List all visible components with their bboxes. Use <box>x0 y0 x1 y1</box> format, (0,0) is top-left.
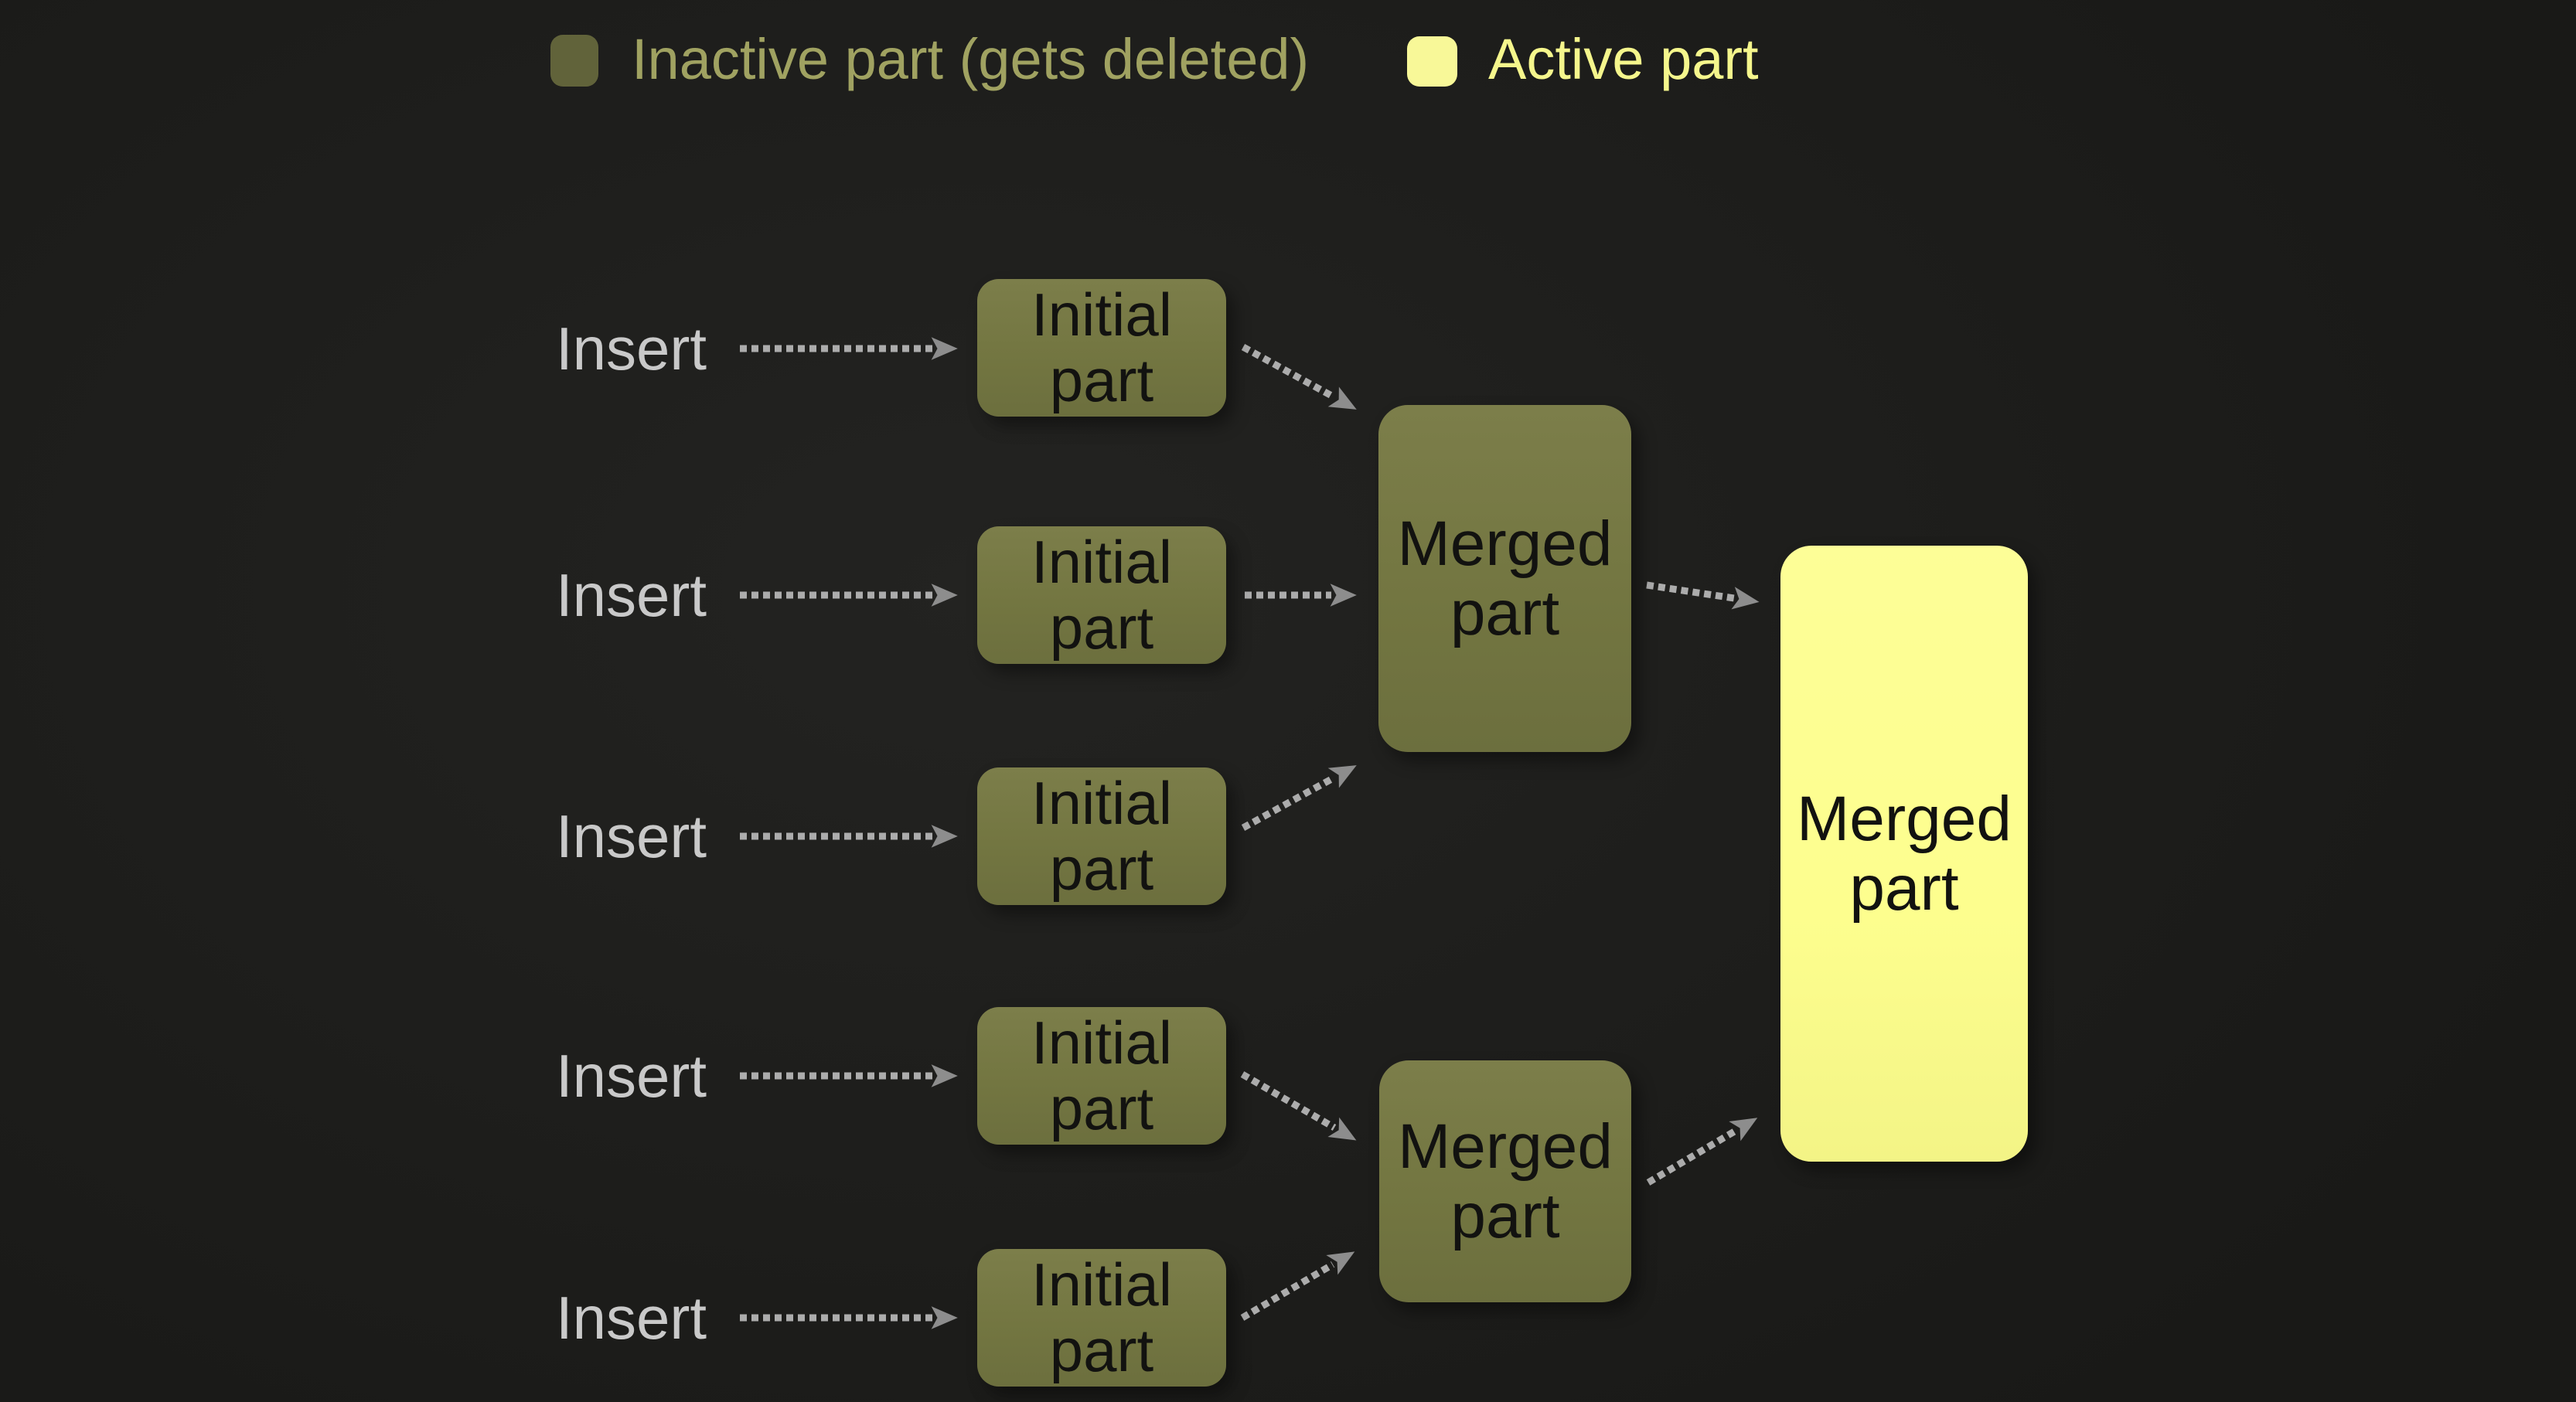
edge-initial-1-merged-1 <box>1241 344 1357 410</box>
insert-label-4: Insert <box>556 1042 707 1110</box>
merged-part-2-label: Merged part <box>1397 1111 1613 1251</box>
merged-part-1-label: Merged part <box>1397 509 1613 648</box>
active-part-label: Active part <box>1488 27 1759 91</box>
edge-merged-2-final <box>1646 1118 1758 1186</box>
insert-label-2: Insert <box>556 561 707 629</box>
initial-part-2: Initial part <box>977 526 1226 664</box>
initial-part-1: Initial part <box>977 279 1226 417</box>
merged-part-2: Merged part <box>1379 1060 1631 1302</box>
initial-part-4: Initial part <box>977 1007 1226 1145</box>
edge-initial-3-merged-1 <box>1241 765 1357 831</box>
insert-label-3: Insert <box>556 802 707 870</box>
initial-part-1-label: Initial part <box>1031 280 1173 414</box>
active-part-swatch <box>1407 36 1457 87</box>
final-merged-part: Merged part <box>1780 546 2028 1162</box>
insert-label-5: Insert <box>556 1284 707 1352</box>
inactive-part-swatch <box>550 35 598 87</box>
edge-merged-1-final <box>1646 581 1760 610</box>
initial-part-4-label: Initial part <box>1031 1008 1173 1142</box>
edge-initial-5-merged-2 <box>1240 1251 1355 1321</box>
initial-part-5-label: Initial part <box>1031 1250 1173 1384</box>
initial-part-3: Initial part <box>977 767 1226 905</box>
edge-initial-4-merged-2 <box>1240 1071 1357 1141</box>
insert-label-1: Insert <box>556 315 707 383</box>
final-merged-part-label: Merged part <box>1796 784 2012 924</box>
initial-part-2-label: Initial part <box>1031 527 1173 662</box>
initial-part-3-label: Initial part <box>1031 768 1173 903</box>
initial-part-5: Initial part <box>977 1249 1226 1387</box>
inactive-part-label: Inactive part (gets deleted) <box>632 27 1310 91</box>
merged-part-1: Merged part <box>1378 405 1631 752</box>
